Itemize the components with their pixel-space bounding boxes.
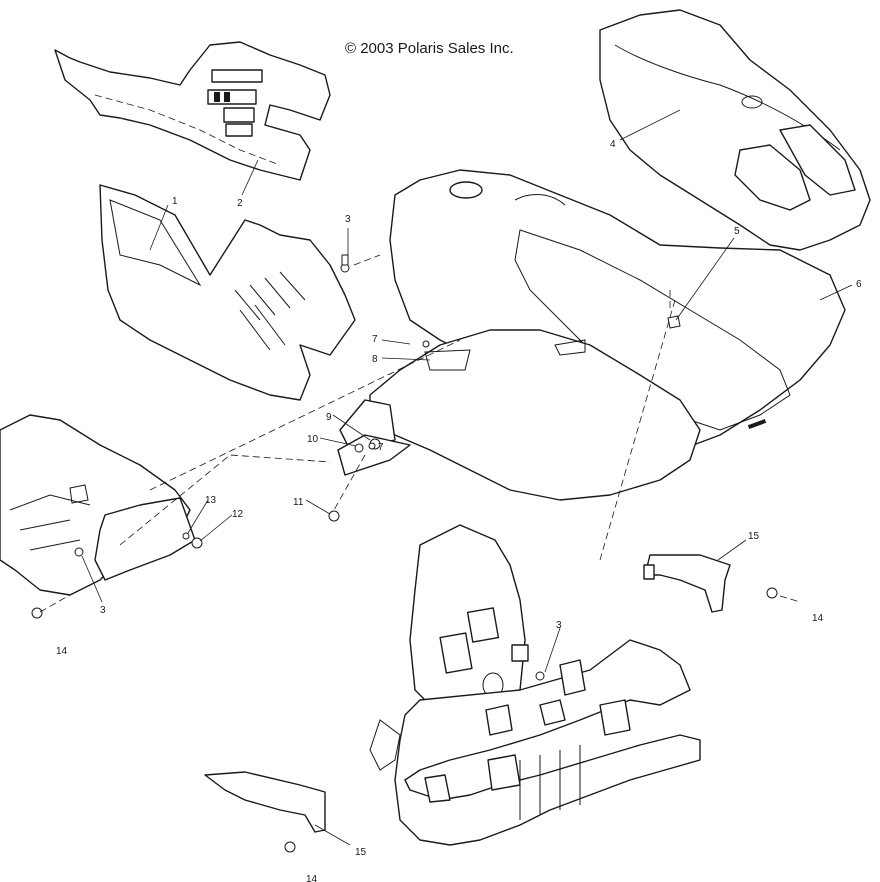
footwell-left[interactable] [0, 414, 196, 596]
part-15-bracket-right[interactable] [643, 554, 731, 613]
bolt-14-bottom[interactable] [284, 841, 296, 853]
callout-12: 12 [232, 509, 244, 520]
leader-lines [81, 109, 853, 846]
callout-13: 13 [205, 495, 217, 506]
screw-3-frame[interactable] [535, 671, 545, 681]
callout-15-right: 15 [748, 531, 760, 542]
screw-3-left[interactable] [74, 547, 84, 557]
callout-3-left: 3 [100, 605, 106, 616]
callout-10: 10 [307, 434, 319, 445]
part-8-front-fender[interactable] [337, 329, 701, 501]
part-4-seat[interactable] [599, 9, 871, 251]
washer-13[interactable] [182, 532, 190, 540]
callout-2: 2 [237, 198, 243, 209]
callout-1: 1 [172, 196, 178, 207]
bolt-14-right[interactable] [766, 587, 778, 599]
callout-5: 5 [734, 226, 740, 237]
bolt-14-left[interactable] [31, 607, 43, 619]
callout-4: 4 [610, 139, 616, 150]
callout-11: 11 [293, 497, 304, 508]
nut-12[interactable] [191, 537, 203, 549]
callout-3-upper: 3 [345, 214, 351, 225]
part-1-lower-panel[interactable] [99, 184, 356, 401]
callout-9: 9 [326, 412, 332, 423]
callout-7-upper: 7 [372, 334, 378, 345]
washer-10[interactable] [354, 443, 364, 453]
grommet-5[interactable] [667, 315, 681, 329]
assembly-lines [39, 254, 801, 613]
callout-8: 8 [372, 354, 378, 365]
nut-7-upper[interactable] [422, 340, 430, 348]
callout-3-frame: 3 [556, 620, 562, 631]
copyright-text: © 2003 Polaris Sales Inc. [345, 40, 514, 57]
part-2-side-panel[interactable] [54, 41, 331, 181]
callout-14-bottom: 14 [306, 874, 318, 882]
callout-6: 6 [856, 279, 862, 290]
callout-15-bottom: 15 [355, 847, 367, 858]
callout-14-right: 14 [812, 613, 824, 624]
bolt-11[interactable] [328, 510, 340, 522]
callout-labels: 1 2 3 4 5 6 7 8 9 10 7 11 13 12 3 14 15 … [56, 139, 862, 882]
frame-assembly[interactable] [369, 524, 701, 846]
nut-7-lower[interactable] [368, 442, 376, 450]
part-15-bracket-bottom[interactable] [204, 771, 326, 833]
callout-14-left: 14 [56, 646, 68, 657]
callout-7-lower: 7 [378, 442, 384, 453]
